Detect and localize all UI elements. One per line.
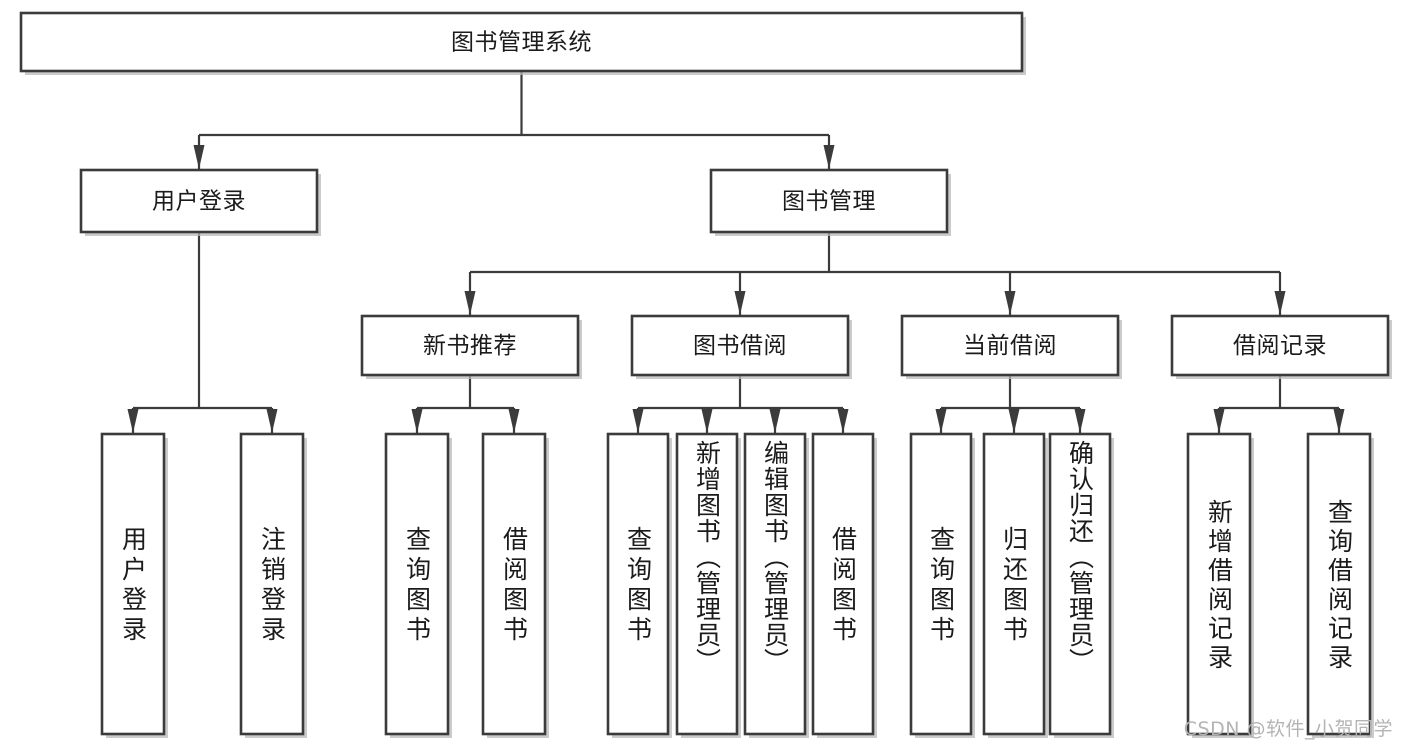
box-outline[interactable] — [100, 432, 166, 736]
bookmgmt-to-level2-arrow-2 — [1004, 291, 1016, 315]
node-leaf-query-book-a[interactable] — [384, 432, 452, 738]
node-leaf-edit-book[interactable] — [743, 432, 809, 738]
root-to-level1-arrow-0 — [193, 145, 205, 169]
node-leaf-add-borrow-record[interactable] — [1186, 432, 1254, 738]
box-outline[interactable] — [900, 314, 1120, 377]
box-outline[interactable] — [239, 432, 305, 736]
box-outline[interactable] — [360, 314, 580, 377]
node-leaf-logout[interactable] — [239, 432, 307, 738]
node-current-borrow[interactable]: 当前借阅 — [900, 314, 1122, 379]
node-book-management[interactable]: 图书管理 — [709, 168, 951, 236]
box-outline[interactable] — [811, 432, 875, 736]
root-to-level1-arrow-1 — [823, 145, 835, 169]
box-outline[interactable] — [675, 432, 739, 736]
box-outline[interactable] — [384, 432, 450, 736]
node-new-book-recommend[interactable]: 新书推荐 — [360, 314, 582, 379]
parent-current-borrow-to-leaves-arrow-0 — [935, 409, 947, 433]
box-outline[interactable] — [79, 168, 319, 234]
box-outline[interactable] — [982, 432, 1046, 736]
bookmgmt-to-level2-arrow-3 — [1274, 291, 1286, 315]
box-outline[interactable] — [481, 432, 547, 736]
node-label: 借阅记录 — [1233, 333, 1327, 359]
parent-borrow-record-to-leaves-arrow-1 — [1333, 409, 1345, 433]
bookmgmt-to-level2-arrow-1 — [734, 291, 746, 315]
node-leaf-query-borrow-record[interactable] — [1306, 432, 1374, 738]
box-outline[interactable] — [630, 314, 850, 377]
node-leaf-borrow-book-b[interactable] — [811, 432, 877, 738]
parent-user-login-to-leaves-arrow-1 — [266, 409, 278, 433]
node-leaf-query-book-c[interactable] — [909, 432, 975, 738]
parent-book-borrow-to-leaves-arrow-1 — [701, 409, 713, 433]
parent-book-borrow-to-leaves-arrow-0 — [632, 409, 644, 433]
box-outline[interactable] — [19, 11, 1024, 73]
node-label: 图书管理系统 — [451, 30, 592, 56]
parent-borrow-record-to-leaves-arrow-0 — [1213, 409, 1225, 433]
node-label: 图书借阅 — [693, 333, 787, 359]
node-leaf-add-book[interactable] — [675, 432, 741, 738]
parent-new-book-recommend-to-leaves-arrow-1 — [508, 409, 520, 433]
parent-new-book-recommend-to-leaves-arrow-0 — [411, 409, 423, 433]
parent-book-borrow-to-leaves-arrow-3 — [837, 409, 849, 433]
bookmgmt-to-level2-arrow-0 — [464, 291, 476, 315]
node-leaf-return-book[interactable] — [982, 432, 1048, 738]
node-leaf-user-login[interactable] — [100, 432, 168, 738]
node-leaf-confirm-return[interactable] — [1048, 432, 1114, 738]
box-outline[interactable] — [1048, 432, 1112, 736]
parent-current-borrow-to-leaves-arrow-1 — [1008, 409, 1020, 433]
node-label: 新书推荐 — [423, 333, 517, 359]
parent-book-borrow-to-leaves-arrow-2 — [769, 409, 781, 433]
box-outline[interactable] — [743, 432, 807, 736]
box-outline[interactable] — [606, 432, 670, 736]
box-outline[interactable] — [1186, 432, 1252, 736]
parent-user-login-to-leaves-arrow-0 — [127, 409, 139, 433]
node-root-system[interactable]: 图书管理系统 — [19, 11, 1026, 75]
box-outline[interactable] — [1170, 314, 1390, 377]
box-outline[interactable] — [709, 168, 949, 234]
parent-current-borrow-to-leaves-arrow-2 — [1074, 409, 1086, 433]
box-outline[interactable] — [1306, 432, 1372, 736]
node-leaf-borrow-book-a[interactable] — [481, 432, 549, 738]
node-label: 用户登录 — [152, 189, 246, 215]
box-outline[interactable] — [909, 432, 973, 736]
node-label: 图书管理 — [782, 189, 876, 215]
node-book-borrow[interactable]: 图书借阅 — [630, 314, 852, 379]
connectors-layer — [127, 71, 1345, 433]
node-borrow-record[interactable]: 借阅记录 — [1170, 314, 1392, 379]
node-user-login[interactable]: 用户登录 — [79, 168, 321, 236]
node-leaf-query-book-b[interactable] — [606, 432, 672, 738]
node-label: 当前借阅 — [963, 333, 1057, 359]
